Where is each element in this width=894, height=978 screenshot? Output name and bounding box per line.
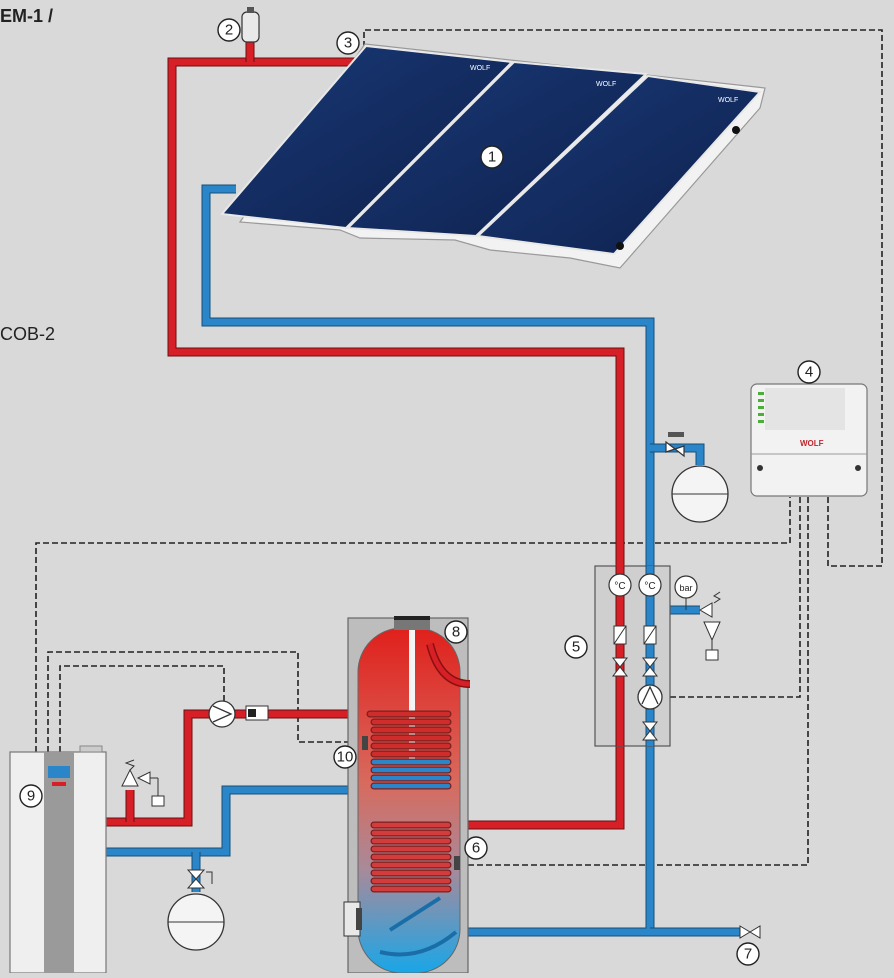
svg-text:4: 4: [805, 364, 813, 381]
panel-brand-2: WOLF: [596, 81, 616, 88]
callout-8: 8: [444, 620, 468, 644]
svg-text:3: 3: [344, 35, 352, 52]
storage-tank: [343, 616, 471, 974]
controller-brand: WOLF: [800, 439, 824, 448]
control-cables: [35, 29, 883, 866]
panel-brand-1: WOLF: [470, 65, 490, 72]
temp-gauge-flow: °C: [614, 581, 625, 592]
air-vent-vessel: [241, 7, 260, 43]
svg-text:10: 10: [337, 749, 354, 766]
callout-5: 5: [564, 635, 588, 659]
callout-4: 4: [797, 360, 821, 384]
svg-text:5: 5: [572, 639, 580, 656]
boiler-safety-group: [121, 700, 269, 951]
svg-text:9: 9: [27, 788, 35, 805]
gas-boiler: [9, 745, 107, 974]
lower-solar-coil: [370, 821, 452, 893]
callout-3: 3: [336, 31, 360, 55]
side-label: COB-2: [0, 324, 55, 344]
solar-expansion-vessel: [665, 432, 729, 523]
upper-heat-coil: [366, 710, 452, 790]
svg-text:7: 7: [744, 946, 752, 963]
callout-6: 6: [464, 836, 488, 860]
svg-text:1: 1: [488, 149, 496, 166]
svg-text:2: 2: [225, 22, 233, 39]
callout-2: 2: [217, 18, 241, 42]
solar-station: °C °C bar: [594, 565, 721, 747]
svg-text:8: 8: [452, 624, 460, 641]
temp-gauge-return: °C: [644, 581, 655, 592]
svg-text:6: 6: [472, 840, 480, 857]
solar-controller: WOLF: [750, 383, 868, 497]
panel-brand-3: WOLF: [718, 97, 738, 104]
solar-pipes: [167, 40, 742, 937]
callout-1: 1: [480, 145, 504, 169]
header-label: EM-1 /: [0, 6, 53, 26]
pressure-gauge: bar: [679, 583, 692, 593]
drain-valve: [739, 925, 761, 939]
callout-9: 9: [19, 784, 43, 808]
boiler-pipes: [104, 709, 374, 892]
callout-10: 10: [333, 745, 357, 769]
callout-7: 7: [736, 942, 760, 966]
